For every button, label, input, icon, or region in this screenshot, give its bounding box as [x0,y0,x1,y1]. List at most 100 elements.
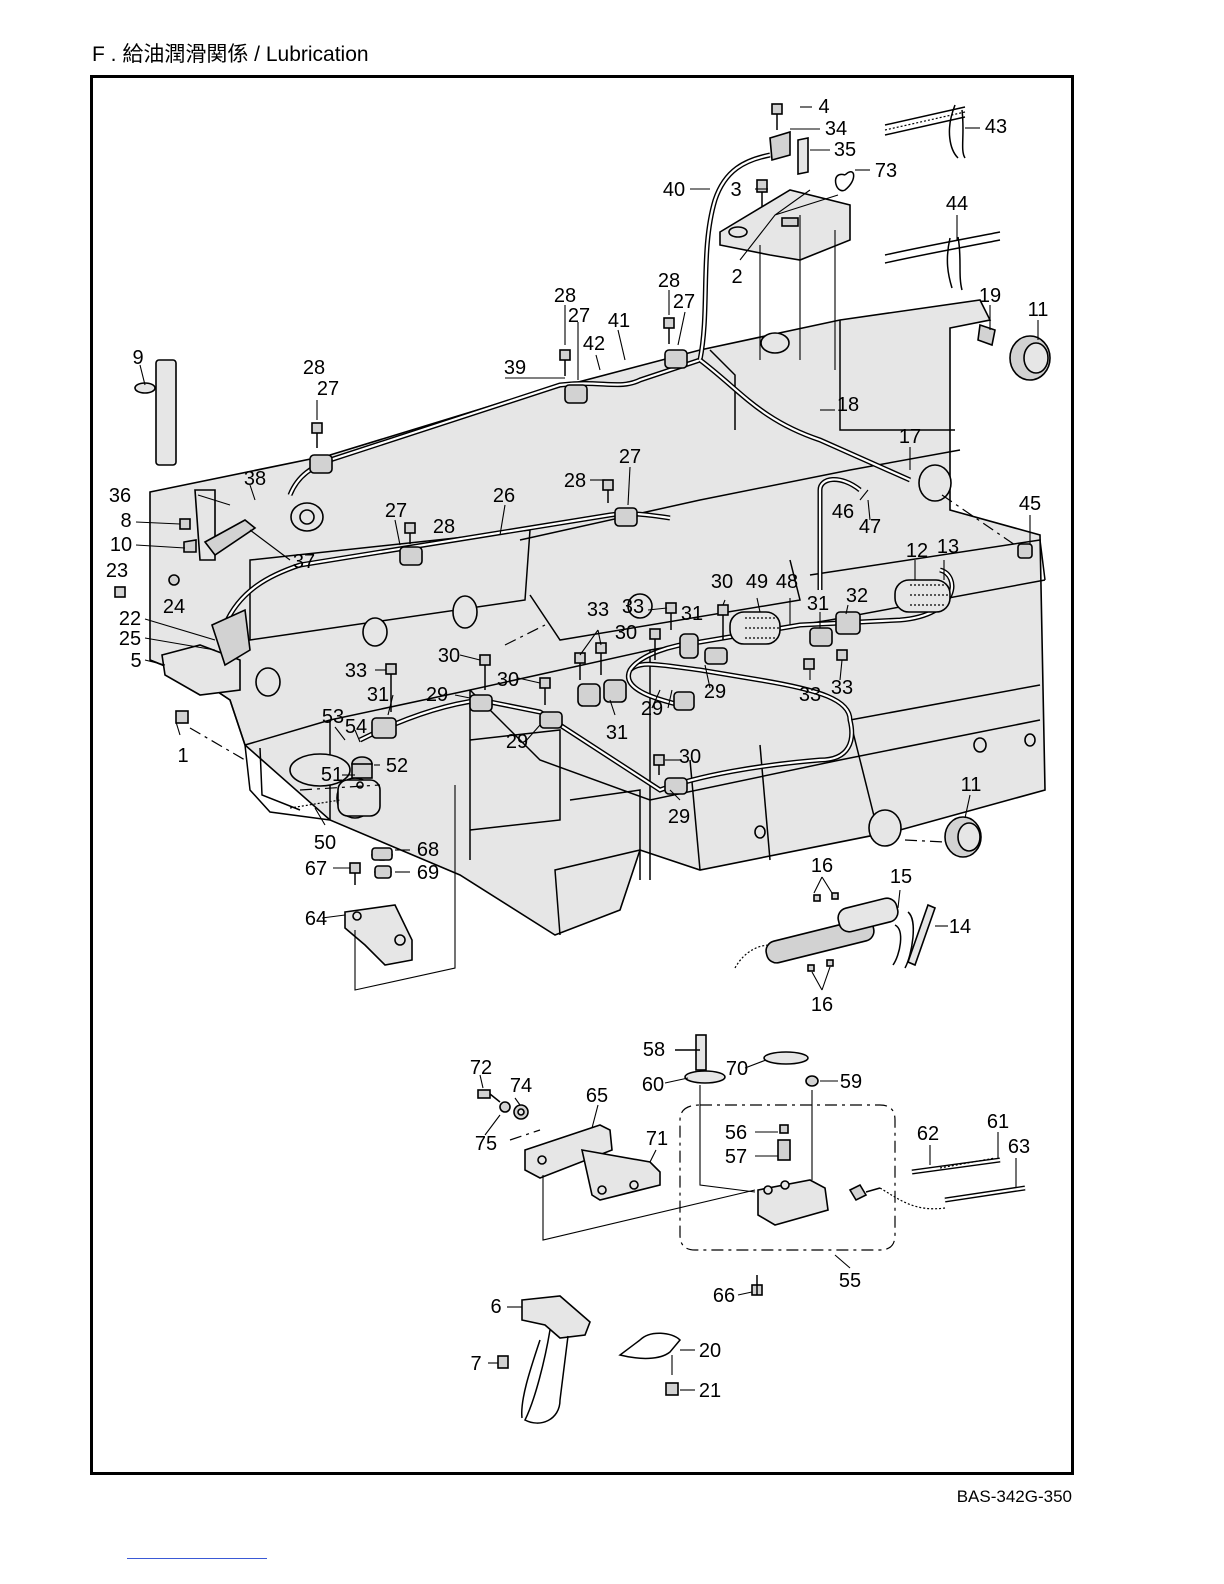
callout-labels: 4 34 35 73 40 3 2 43 44 19 11 18 17 45 4… [106,96,1049,1402]
felt-set [734,892,937,972]
callout-50: 50 [314,832,336,854]
callout-29-a: 29 [704,681,726,703]
callout-62: 62 [917,1123,939,1145]
callout-54: 54 [345,716,367,738]
footnote-rule [127,1558,267,1559]
callout-37: 37 [293,551,315,573]
callout-24: 24 [163,596,185,618]
callout-33-e: 33 [831,677,853,699]
callout-25: 25 [119,628,141,650]
callout-72: 72 [470,1057,492,1079]
felt-wicks [729,579,951,645]
callout-30-a: 30 [711,571,733,593]
callout-67: 67 [305,858,327,880]
callout-23: 23 [106,560,128,582]
callout-16-bottom: 16 [811,994,833,1016]
callout-17: 17 [899,426,921,448]
callout-28-a: 28 [554,285,576,307]
callout-19: 19 [979,285,1001,307]
callout-49: 49 [746,571,768,593]
oil-pump-assembly-55 [679,1085,896,1251]
springs [884,104,1001,291]
callout-29-c: 29 [641,698,663,720]
callout-1: 1 [177,745,188,767]
callout-51: 51 [321,764,343,786]
callout-70: 70 [726,1058,748,1080]
callout-30-c: 30 [438,645,460,667]
callout-44: 44 [946,193,968,215]
callout-27-b: 27 [673,291,695,313]
callout-40: 40 [663,179,685,201]
callout-29-d: 29 [506,731,528,753]
callout-60: 60 [642,1074,664,1096]
callout-6: 6 [490,1296,501,1318]
screws [114,103,1033,1396]
callout-69: 69 [417,862,439,884]
oil-plugs [944,323,1051,858]
callout-28-c: 28 [303,357,325,379]
callout-31-d: 31 [606,722,628,744]
callout-5: 5 [130,650,141,672]
callout-27-d: 27 [385,500,407,522]
callout-66: 66 [713,1285,735,1307]
callout-27-e: 27 [619,446,641,468]
callout-65: 65 [586,1085,608,1107]
callout-31-a: 31 [681,603,703,625]
callout-61: 61 [987,1111,1009,1133]
callout-33-c: 33 [345,660,367,682]
callout-30-e: 30 [679,746,701,768]
callout-7: 7 [470,1353,481,1375]
callout-20: 20 [699,1340,721,1362]
callout-21: 21 [699,1380,721,1402]
callout-28-d: 28 [433,516,455,538]
callout-11-bottom: 11 [961,774,982,796]
callout-38: 38 [244,468,266,490]
callout-8: 8 [120,510,131,532]
oil-tank-left [289,756,381,819]
callout-41: 41 [608,310,630,332]
callout-12: 12 [906,540,928,562]
callout-56: 56 [725,1122,747,1144]
machine-bed-casting [149,299,1046,936]
callout-59: 59 [840,1071,862,1093]
callout-14: 14 [949,916,971,938]
callout-63: 63 [1008,1136,1030,1158]
callout-27-c: 27 [317,378,339,400]
callout-55: 55 [839,1270,861,1292]
callout-leaders [135,106,1039,1391]
callout-29-b: 29 [426,684,448,706]
callout-28-e: 28 [564,470,586,492]
callout-11-top: 11 [1028,299,1049,321]
callout-31-c: 31 [367,684,389,706]
callout-28-b: 28 [658,270,680,292]
centerlines [189,494,1016,843]
callout-52: 52 [386,755,408,777]
parts-6-20 [520,1295,682,1424]
document-code: BAS-342G-350 [956,1487,1072,1506]
callout-10: 10 [110,534,132,556]
bracket-65-71 [509,1124,756,1241]
callout-53: 53 [322,706,344,728]
callout-73: 73 [875,160,897,182]
callout-75: 75 [475,1133,497,1155]
callout-42: 42 [583,333,605,355]
upper-oil-plate [719,130,855,370]
shaft-9 [134,359,177,466]
page-title: F . 給油潤滑関係 / Lubrication [92,43,369,66]
callout-48: 48 [776,571,798,593]
callout-15: 15 [890,866,912,888]
callout-33-b: 33 [622,596,644,618]
callout-9: 9 [132,347,143,369]
tubes-61-63 [879,1157,1026,1210]
tube-clamps [309,349,861,795]
callout-57: 57 [725,1146,747,1168]
callout-64: 64 [305,908,327,930]
callout-16-top: 16 [811,855,833,877]
callout-68: 68 [417,839,439,861]
callout-71: 71 [646,1128,668,1150]
callout-35: 35 [834,139,856,161]
callout-22: 22 [119,608,141,630]
callout-18: 18 [837,394,859,416]
callout-34: 34 [825,118,847,140]
